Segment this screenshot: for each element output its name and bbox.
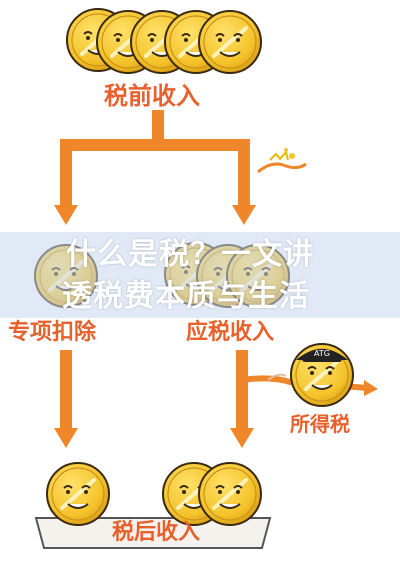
arrow-head-left-lower: [54, 428, 78, 448]
arrow-heads-top: [54, 205, 256, 225]
lower-arrows: [60, 350, 248, 428]
flow-arrows: [60, 110, 250, 205]
special-deduction-label: 专项扣除: [8, 320, 97, 345]
arrow-split: [60, 139, 250, 205]
arrow-head-right-lower: [230, 428, 254, 448]
taxable-income-label: 应税收入: [186, 320, 275, 345]
overlay-title-line1: 什么是税？一文讲: [66, 237, 314, 272]
arrow-heads-lower: [54, 428, 254, 448]
svg-text:ATG: ATG: [314, 349, 330, 358]
coin-thief-icon: ATG: [289, 342, 355, 408]
coin-face-icon: [197, 9, 263, 75]
top-coins-group: [65, 7, 263, 75]
overlay-title-line2: 透税费本质与生活: [62, 279, 310, 314]
bottom-coins-group: [45, 461, 263, 527]
coin-face-icon: [45, 461, 111, 527]
after-tax-income-label: 税后收入: [112, 520, 201, 545]
coin-face-icon: [197, 461, 263, 527]
overlay-title-band: [0, 232, 400, 318]
arrow-head-left: [54, 205, 78, 225]
arrow-head-right: [232, 205, 256, 225]
pre-tax-income-label: 税前收入: [104, 82, 200, 110]
money-splash-icon: [257, 148, 307, 174]
income-tax-label: 所得税: [290, 412, 350, 436]
tax-branch: [241, 373, 378, 396]
